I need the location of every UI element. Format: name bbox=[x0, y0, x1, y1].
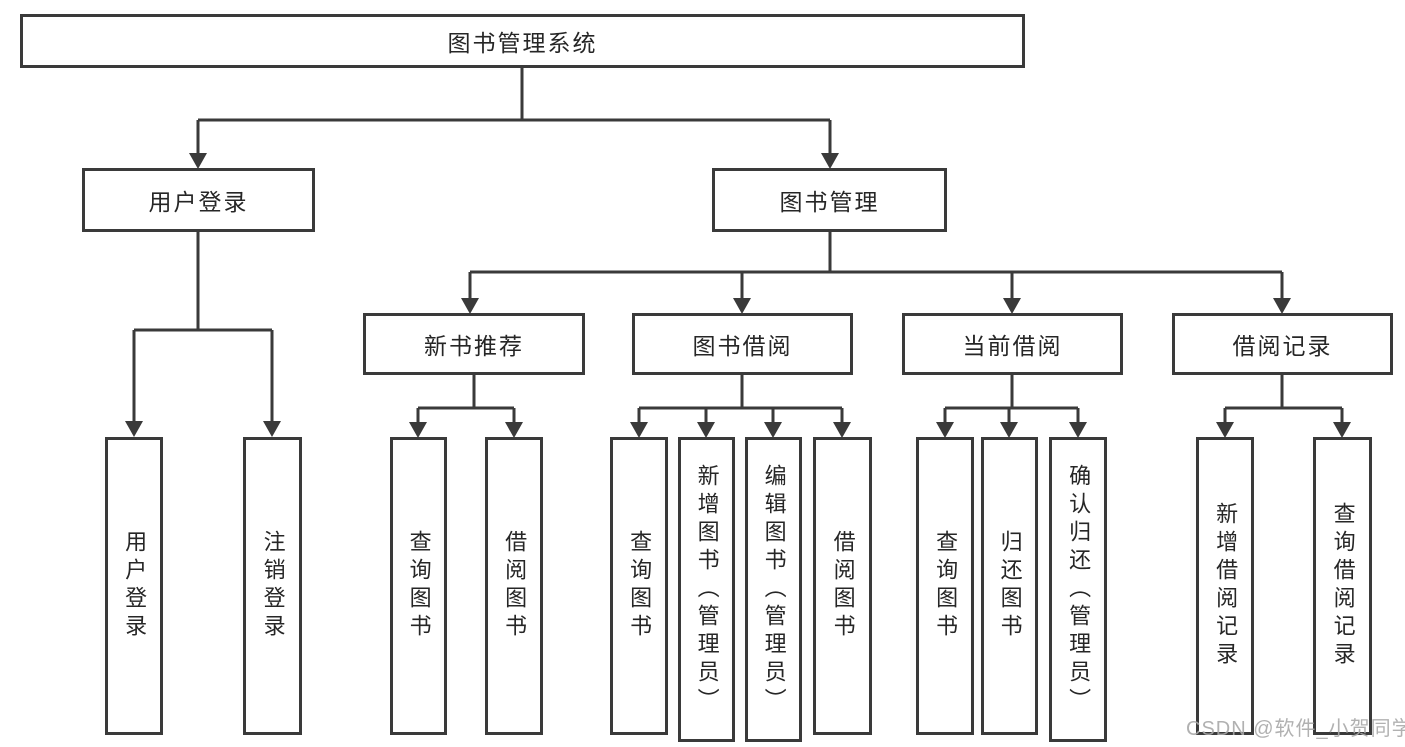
leaf-label: 查询图书 bbox=[406, 530, 432, 642]
node-label: 图书管理系统 bbox=[447, 30, 598, 56]
leaf-borrow-book-recommend: 借阅图书 bbox=[485, 437, 543, 735]
leaf-label: 借阅图书 bbox=[830, 530, 856, 642]
leaf-label: 新增借阅记录 bbox=[1213, 502, 1239, 670]
leaf-label: 归还图书 bbox=[997, 530, 1023, 642]
node-label: 图书管理 bbox=[779, 189, 880, 215]
node-label: 借阅记录 bbox=[1232, 333, 1333, 359]
leaf-query-book-recommend: 查询图书 bbox=[390, 437, 447, 735]
leaf-label: 查询借阅记录 bbox=[1330, 502, 1356, 670]
leaf-add-borrow-record: 新增借阅记录 bbox=[1196, 437, 1254, 735]
leaf-label: 注销登录 bbox=[260, 530, 286, 642]
leaf-edit-book-admin: 编辑图书（管理员） bbox=[745, 437, 802, 742]
leaf-return-book: 归还图书 bbox=[981, 437, 1038, 735]
node-label: 新书推荐 bbox=[424, 333, 524, 359]
node-library-system: 图书管理系统 bbox=[20, 14, 1025, 68]
node-new-book-recommend: 新书推荐 bbox=[363, 313, 585, 375]
node-current-borrowing: 当前借阅 bbox=[902, 313, 1123, 375]
node-user-login: 用户登录 bbox=[82, 168, 315, 232]
node-borrowing-records: 借阅记录 bbox=[1172, 313, 1393, 375]
leaf-user-login: 用户登录 bbox=[105, 437, 163, 735]
leaf-label: 编辑图书（管理员） bbox=[761, 463, 787, 716]
leaf-label: 借阅图书 bbox=[502, 530, 528, 642]
leaf-label: 新增图书（管理员） bbox=[694, 463, 720, 716]
leaf-query-borrow-record: 查询借阅记录 bbox=[1313, 437, 1372, 735]
node-label: 当前借阅 bbox=[962, 333, 1063, 359]
leaf-query-book-borrowing: 查询图书 bbox=[610, 437, 668, 735]
leaf-label: 用户登录 bbox=[122, 530, 148, 642]
node-label: 用户登录 bbox=[148, 189, 249, 215]
leaf-add-book-admin: 新增图书（管理员） bbox=[678, 437, 735, 742]
node-book-management: 图书管理 bbox=[712, 168, 947, 232]
leaf-borrow-book: 借阅图书 bbox=[813, 437, 872, 735]
leaf-label: 确认归还（管理员） bbox=[1066, 463, 1092, 716]
node-book-borrowing: 图书借阅 bbox=[632, 313, 853, 375]
csdn-watermark: CSDN @软件_小贺同学 bbox=[1186, 718, 1405, 740]
node-label: 图书借阅 bbox=[692, 333, 793, 359]
leaf-query-book-current: 查询图书 bbox=[916, 437, 974, 735]
leaf-logout: 注销登录 bbox=[243, 437, 302, 735]
leaf-label: 查询图书 bbox=[627, 530, 653, 642]
leaf-label: 查询图书 bbox=[933, 530, 959, 642]
leaf-confirm-return-admin: 确认归还（管理员） bbox=[1049, 437, 1107, 742]
